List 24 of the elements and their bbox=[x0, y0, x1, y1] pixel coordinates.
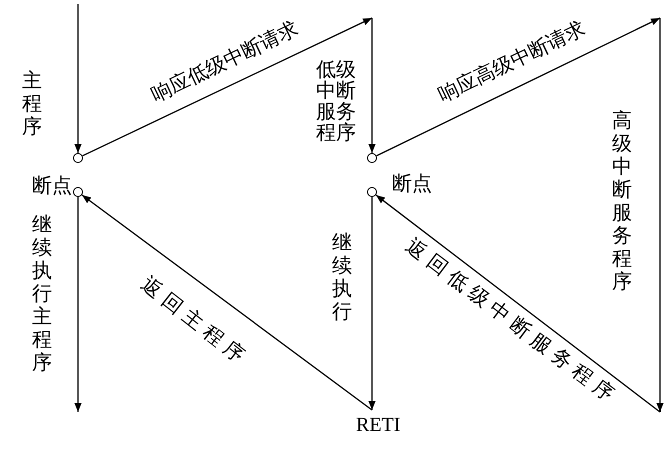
node-label: RETI bbox=[356, 413, 400, 437]
breakpoint-circle bbox=[73, 153, 83, 163]
arrow bbox=[82, 17, 372, 156]
breakpoint-circle bbox=[73, 187, 83, 197]
breakpoint-circle bbox=[367, 153, 377, 163]
arrow bbox=[368, 18, 376, 153]
edge-label: 主程序 bbox=[22, 70, 42, 139]
edge-label: 高级中断服务程序 bbox=[612, 110, 632, 294]
breakpoint-circle bbox=[367, 187, 377, 197]
node-caption: 断点 bbox=[392, 172, 432, 196]
edge-label: 响应高级中断请求 bbox=[434, 16, 590, 108]
edge-label: 低级中断服务程序 bbox=[316, 60, 356, 144]
arrow bbox=[74, 197, 82, 412]
node-caption: 断点 bbox=[32, 174, 72, 198]
arrow bbox=[368, 197, 376, 410]
arrow bbox=[376, 17, 660, 156]
edge-label: 继续执行 bbox=[332, 232, 352, 324]
arrow bbox=[376, 194, 660, 413]
arrow bbox=[74, 4, 82, 153]
arrow bbox=[82, 194, 372, 411]
edge-label: 响应低级中断请求 bbox=[148, 16, 302, 108]
arrow bbox=[656, 18, 664, 412]
edge-label: 返回主程序 bbox=[136, 272, 254, 372]
edge-label: 继续执行主程序 bbox=[32, 214, 52, 375]
